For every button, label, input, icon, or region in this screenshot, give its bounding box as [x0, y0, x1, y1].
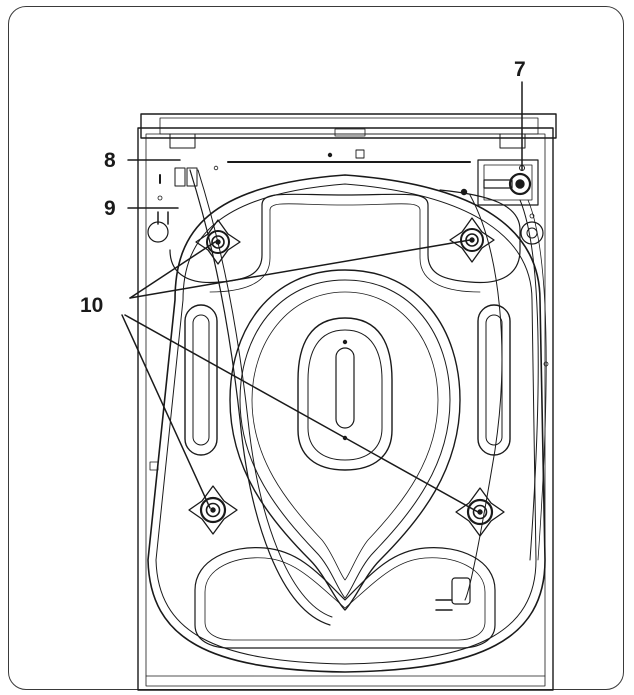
central-hub: [297, 317, 393, 471]
right-slot: [477, 304, 511, 456]
transport-bolt-top-left: [195, 219, 241, 265]
power-plug: [435, 577, 471, 611]
left-slot: [184, 304, 218, 456]
top-left-fittings: [147, 165, 219, 243]
transport-bolt-bottom-right: [455, 487, 505, 537]
callout-8: 8: [104, 149, 116, 172]
hoses: [189, 169, 547, 626]
leader-lines: [121, 81, 523, 513]
lower-frame: [194, 547, 496, 649]
callout-9: 9: [104, 197, 116, 220]
transport-bolt-bottom-left: [188, 485, 238, 535]
right-bracket: [149, 188, 549, 471]
drum-back-rings: [229, 269, 461, 611]
top-cover: [140, 113, 557, 163]
callout-labels: 7 8 9 10: [80, 58, 526, 317]
cabinet: [137, 127, 554, 691]
callout-10: 10: [80, 294, 103, 317]
callout-7: 7: [514, 58, 526, 81]
water-inlet-valve: [477, 159, 539, 206]
rear-panel: [147, 174, 546, 673]
